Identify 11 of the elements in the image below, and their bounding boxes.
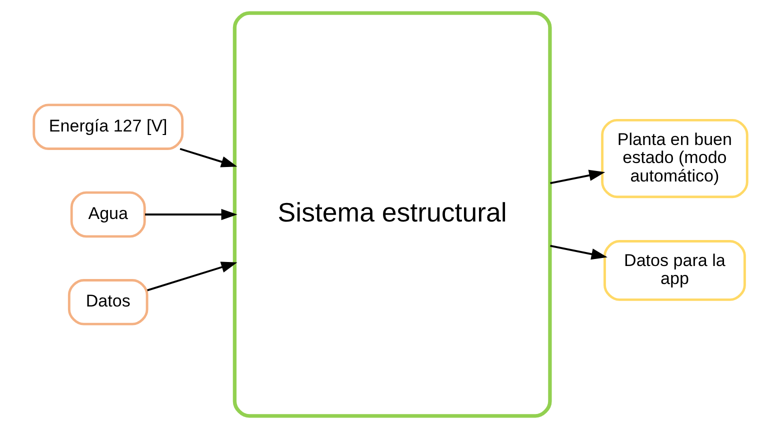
node-box: Planta en buen estado (modo automático) [600,118,748,198]
node-box: Energía 127 [V] [32,104,184,150]
node-box: Agua [70,191,146,238]
arrow [146,262,237,292]
node-box: Datos [67,279,148,326]
arrow [144,208,237,220]
arrow [550,244,607,260]
node-box: Sistema estructural [232,11,552,418]
node-box: Datos para la app [603,240,746,301]
arrow [550,170,605,184]
arrow [179,148,237,168]
